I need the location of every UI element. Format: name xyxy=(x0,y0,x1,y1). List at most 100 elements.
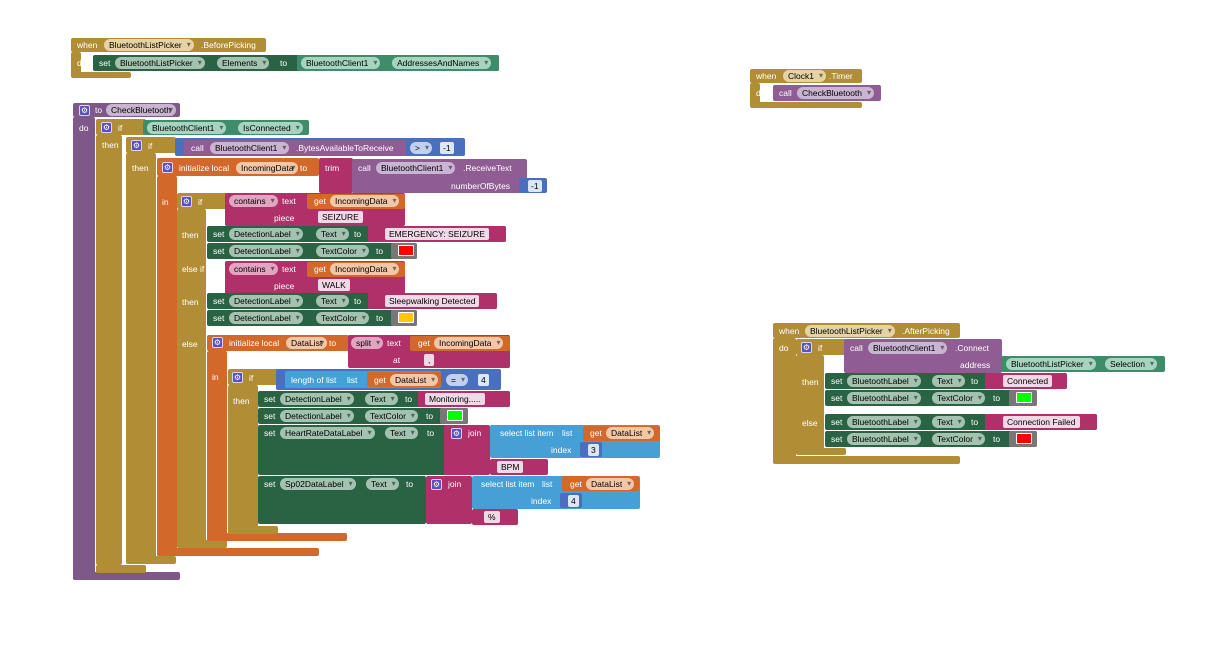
picker-dropdown[interactable]: BluetoothListPicker xyxy=(1006,358,1096,370)
emergency-string-field[interactable]: EMERGENCY: SEIZURE xyxy=(385,228,489,240)
text-prop-dropdown[interactable]: Text xyxy=(316,295,349,307)
heartrate-label-dropdown[interactable]: HeartRateDataLabel xyxy=(280,427,375,439)
detection-label-dropdown[interactable]: DetectionLabel xyxy=(229,312,303,324)
bluetooth-label-dropdown[interactable]: BluetoothLabel xyxy=(847,375,921,387)
detection-label-dropdown[interactable]: DetectionLabel xyxy=(229,295,303,307)
detection-label-dropdown[interactable]: DetectionLabel xyxy=(229,228,303,240)
incoming-var-dropdown[interactable]: IncomingData xyxy=(330,195,400,207)
green-color-swatch[interactable] xyxy=(447,410,463,421)
equals-op-dropdown[interactable]: = xyxy=(446,374,468,386)
index-3-field[interactable]: 3 xyxy=(588,444,599,456)
contains-dropdown[interactable]: contains xyxy=(229,263,278,275)
trim-block[interactable] xyxy=(319,158,353,193)
when-keyword: when xyxy=(779,326,800,336)
bpm-string-field[interactable]: BPM xyxy=(497,461,524,473)
trim-keyword: trim xyxy=(325,163,340,173)
seizure-string-field[interactable]: SEIZURE xyxy=(318,211,363,223)
textcolor-prop-dropdown[interactable]: TextColor xyxy=(316,312,369,324)
procedure-name-field[interactable]: CheckBluetooth xyxy=(106,104,177,116)
set-keyword: set xyxy=(264,394,276,404)
text-label: text xyxy=(282,264,296,274)
procedure-dropdown[interactable]: CheckBluetooth xyxy=(797,87,875,99)
index-4-field[interactable]: 4 xyxy=(568,495,579,507)
connected-string-field[interactable]: Connected xyxy=(1003,375,1053,387)
client-dropdown[interactable]: BluetoothClient1 xyxy=(210,142,290,154)
set-component-dropdown[interactable]: BluetoothListPicker xyxy=(115,57,205,69)
if-gear-icon[interactable]: ⚙ xyxy=(131,140,142,151)
to-keyword: to xyxy=(376,246,384,256)
detection-label-dropdown[interactable]: DetectionLabel xyxy=(280,410,354,422)
init-gear-icon[interactable]: ⚙ xyxy=(212,337,223,348)
text-prop-dropdown[interactable]: Text xyxy=(366,478,399,490)
text-prop-dropdown[interactable]: Text xyxy=(316,228,349,240)
compare-op-dropdown[interactable]: > xyxy=(410,142,432,154)
text-prop-dropdown[interactable]: Text xyxy=(365,393,398,405)
text-prop-dropdown[interactable]: Text xyxy=(932,375,965,387)
split-dropdown[interactable]: split xyxy=(351,337,384,349)
list-length-field[interactable]: 4 xyxy=(478,374,489,386)
when-keyword: when xyxy=(756,71,777,81)
set-property-dropdown[interactable]: Elements xyxy=(217,57,270,69)
set-keyword: set xyxy=(213,296,225,306)
if-gear-icon[interactable]: ⚙ xyxy=(181,196,192,207)
do-keyword: do xyxy=(779,343,789,353)
compare-value-field[interactable]: -1 xyxy=(440,142,454,154)
red-color-swatch[interactable] xyxy=(1016,433,1032,444)
selection-dropdown[interactable]: Selection xyxy=(1105,358,1157,370)
percent-string-field[interactable]: % xyxy=(484,511,500,523)
green-color-swatch[interactable] xyxy=(1016,392,1032,403)
join-gear-icon[interactable]: ⚙ xyxy=(431,479,442,490)
to-keyword: to xyxy=(993,393,1001,403)
textcolor-prop-dropdown[interactable]: TextColor xyxy=(365,410,418,422)
datalist-var-dropdown[interactable]: DataList xyxy=(390,374,439,386)
walk-string-field[interactable]: WALK xyxy=(318,279,350,291)
textcolor-prop-dropdown[interactable]: TextColor xyxy=(932,433,985,445)
timer-component-dropdown[interactable]: Clock1 xyxy=(783,70,826,82)
monitoring-string-field[interactable]: Monitoring..... xyxy=(425,393,485,405)
isconnected-dropdown[interactable]: IsConnected xyxy=(238,122,303,134)
client-dropdown[interactable]: BluetoothClient1 xyxy=(868,342,948,354)
piece-label: piece xyxy=(274,213,295,223)
client-dropdown[interactable]: BluetoothClient1 xyxy=(376,162,456,174)
text-prop-dropdown[interactable]: Text xyxy=(932,416,965,428)
split-at-string-field[interactable]: , xyxy=(424,354,435,366)
contains-dropdown[interactable]: contains xyxy=(229,195,278,207)
source-component-dropdown[interactable]: BluetoothClient1 xyxy=(301,57,381,69)
datalist-var-name-field[interactable]: DataList xyxy=(286,337,328,349)
then-keyword: then xyxy=(182,230,199,240)
bytes-method-name: .BytesAvailableToReceive xyxy=(296,143,394,153)
init-gear-icon[interactable]: ⚙ xyxy=(162,162,173,173)
incoming-var-name-field[interactable]: IncomingData xyxy=(236,162,299,174)
spo2-label-dropdown[interactable]: Sp02DataLabel xyxy=(280,478,356,490)
detection-label-dropdown[interactable]: DetectionLabel xyxy=(280,393,354,405)
then-keyword: then xyxy=(132,163,149,173)
if-gear-icon[interactable]: ⚙ xyxy=(101,122,112,133)
bluetooth-label-dropdown[interactable]: BluetoothLabel xyxy=(847,416,921,428)
do-keyword: do xyxy=(79,123,89,133)
failed-string-field[interactable]: Connection Failed xyxy=(1003,416,1080,428)
datalist-var-dropdown[interactable]: DataList xyxy=(586,478,635,490)
if-gear-icon[interactable]: ⚙ xyxy=(801,342,812,353)
bytes-value-field[interactable]: -1 xyxy=(528,180,542,192)
text-label: text xyxy=(282,196,296,206)
source-property-dropdown[interactable]: AddressesAndNames xyxy=(392,57,492,69)
procedure-gear-icon[interactable]: ⚙ xyxy=(79,105,90,116)
red-color-swatch[interactable] xyxy=(398,245,414,256)
sleepwalking-string-field[interactable]: Sleepwalking Detected xyxy=(385,295,480,307)
client-dropdown[interactable]: BluetoothClient1 xyxy=(147,122,227,134)
bluetooth-label-dropdown[interactable]: BluetoothLabel xyxy=(847,433,921,445)
datalist-var-dropdown[interactable]: DataList xyxy=(606,427,655,439)
yellow-color-swatch[interactable] xyxy=(398,312,414,323)
text-prop-dropdown[interactable]: Text xyxy=(385,427,418,439)
detection-label-dropdown[interactable]: DetectionLabel xyxy=(229,245,303,257)
initialize-local-keyword: initialize local xyxy=(179,163,230,173)
if-gear-icon[interactable]: ⚙ xyxy=(232,372,243,383)
textcolor-prop-dropdown[interactable]: TextColor xyxy=(932,392,985,404)
incoming-var-dropdown[interactable]: IncomingData xyxy=(434,337,504,349)
incoming-var-dropdown[interactable]: IncomingData xyxy=(330,263,400,275)
after-picking-component-dropdown[interactable]: BluetoothListPicker xyxy=(805,325,895,337)
bluetooth-label-dropdown[interactable]: BluetoothLabel xyxy=(847,392,921,404)
textcolor-prop-dropdown[interactable]: TextColor xyxy=(316,245,369,257)
join-gear-icon[interactable]: ⚙ xyxy=(451,428,462,439)
before-picking-component-dropdown[interactable]: BluetoothListPicker xyxy=(104,39,194,51)
